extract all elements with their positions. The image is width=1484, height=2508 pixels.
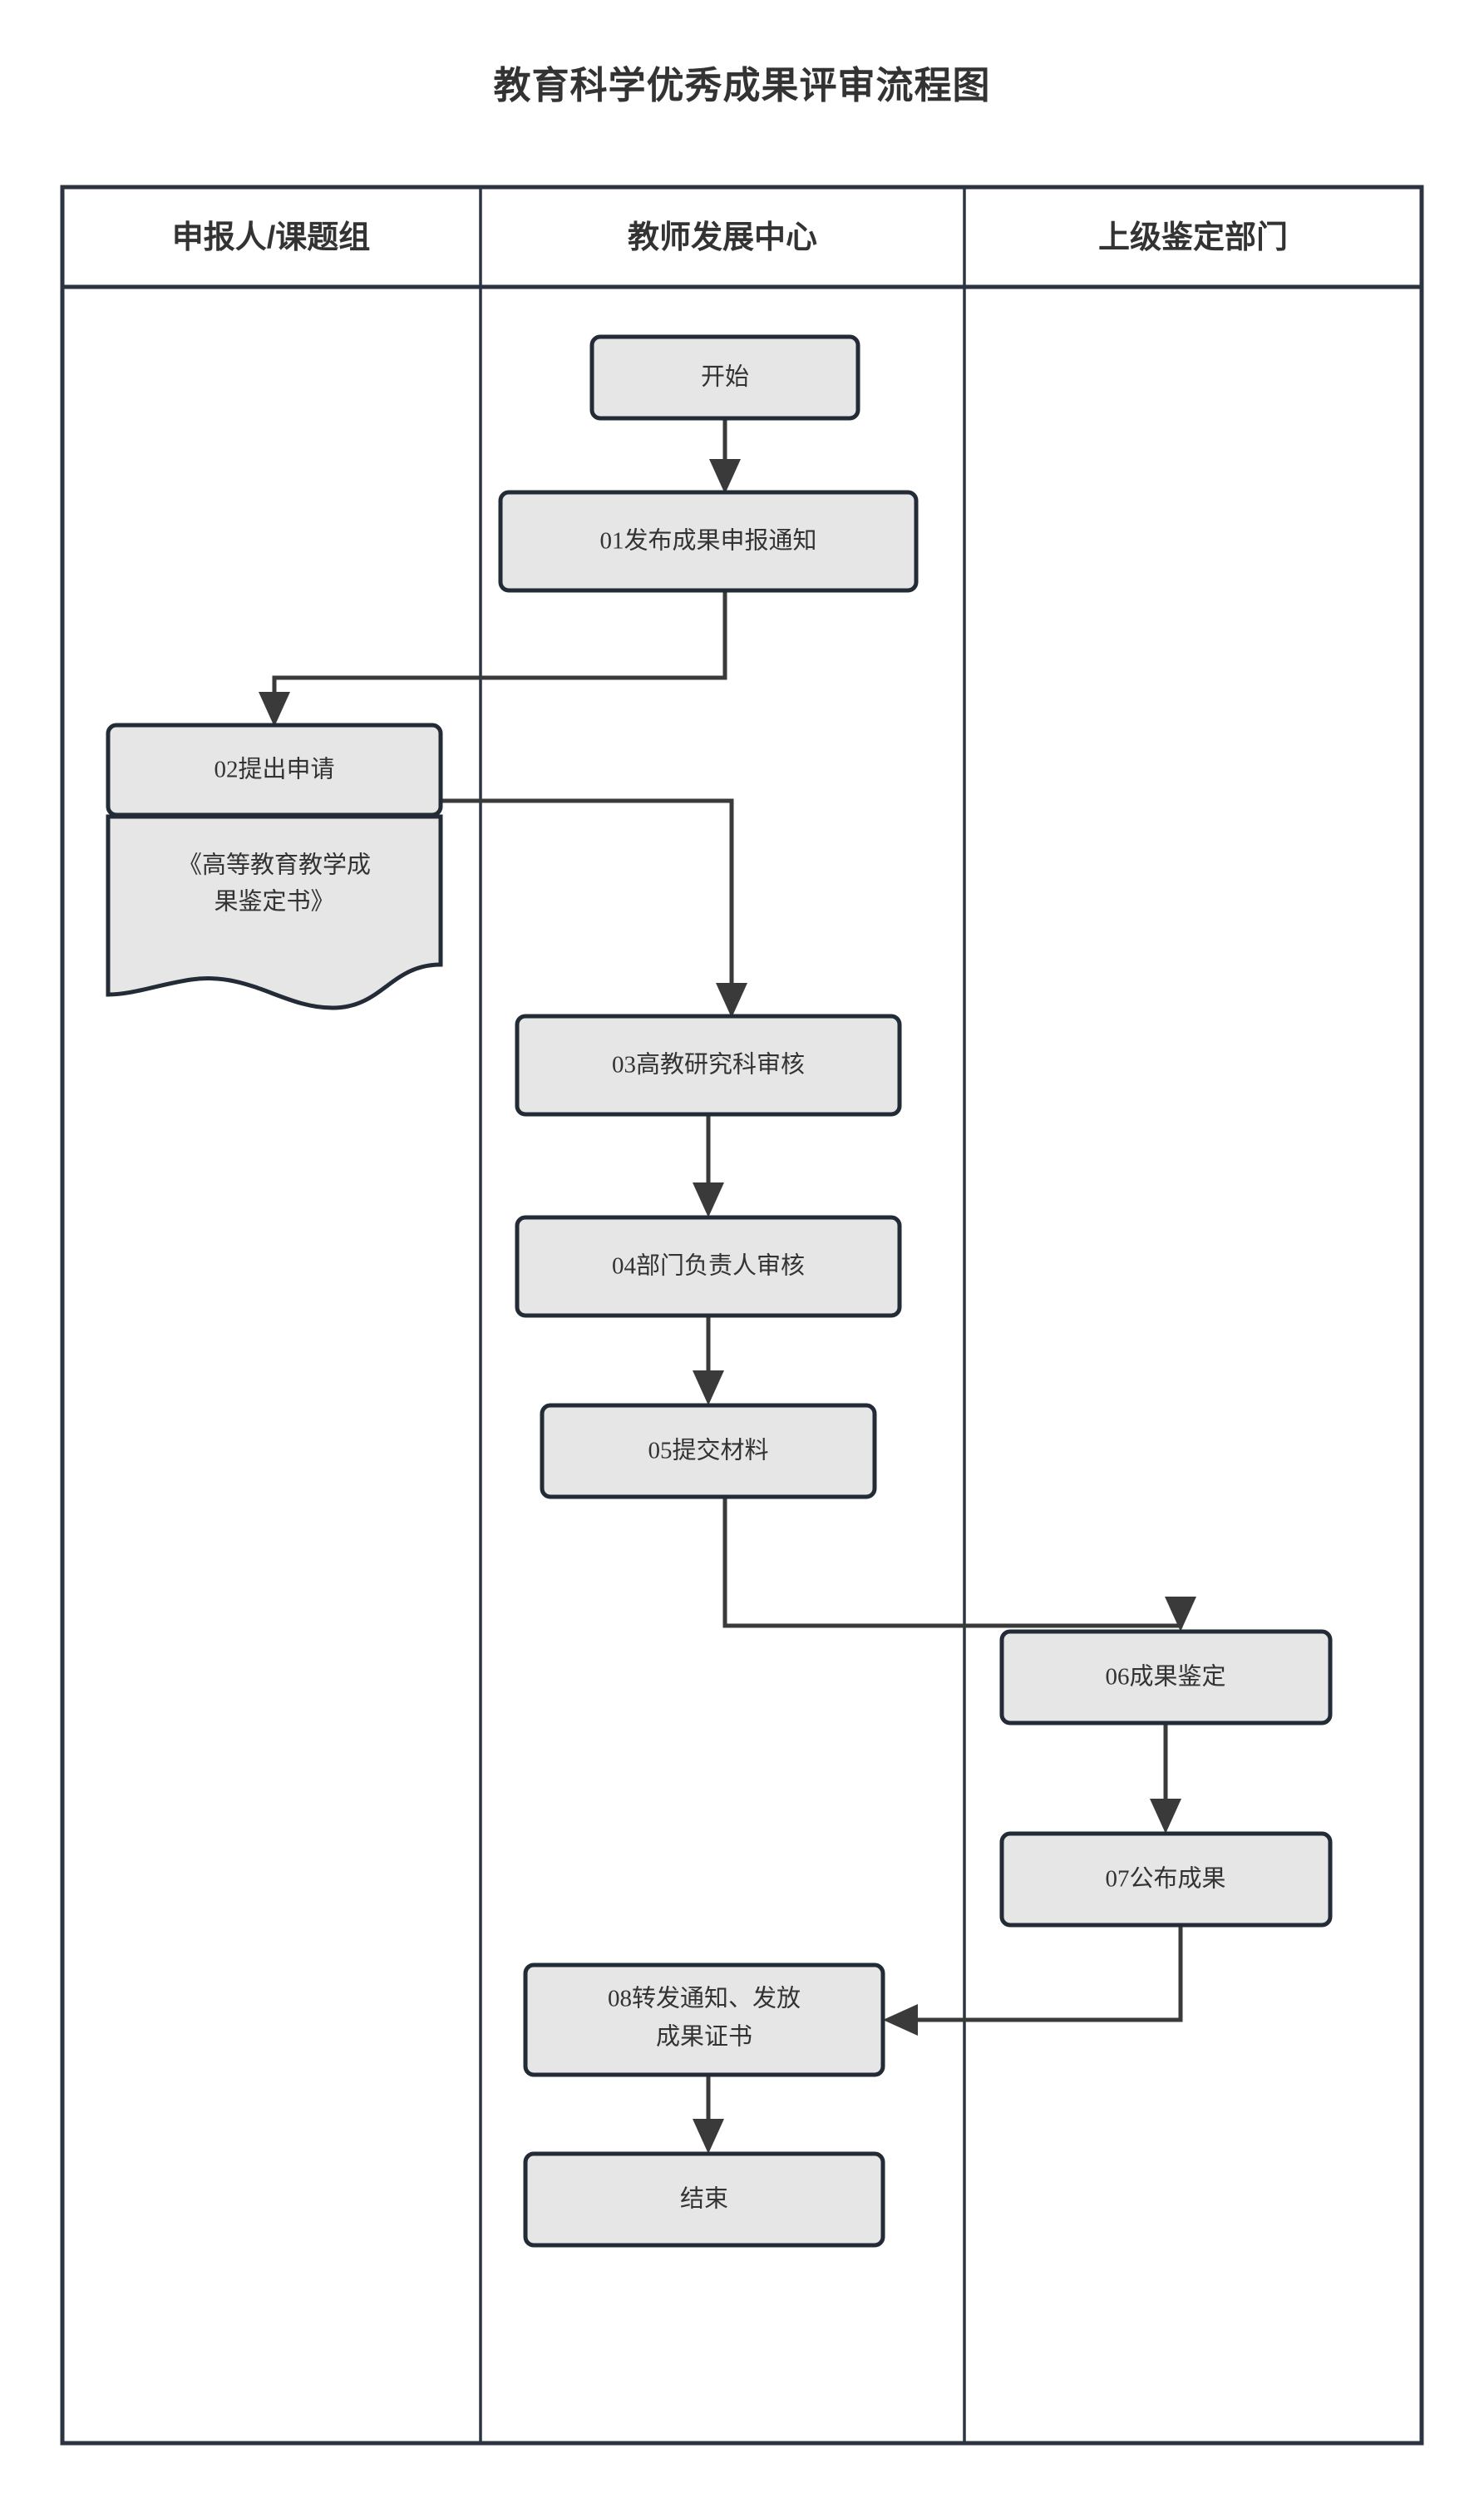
node-doc-label-line1: 《高等教育教学成 <box>178 852 371 879</box>
edge-start-to-01 <box>709 418 741 494</box>
node-05-shape[interactable] <box>540 1403 877 1499</box>
node-end-shape[interactable] <box>523 2151 885 2248</box>
lane-header-superior: 上级鉴定部门 <box>1098 220 1288 255</box>
page-title: 教育科学优秀成果评审流程图 <box>493 64 991 106</box>
node-01-label: 01发布成果申报通知 <box>599 527 816 555</box>
frame-outer-border <box>60 185 1424 2446</box>
node-08-forward-notice-issue-certificate[interactable]: 08转发通知、发放 成果证书 <box>523 1962 885 2077</box>
edge-02-to-03 <box>441 798 747 1018</box>
node-03-research-dept-review[interactable]: 03高教研究科审核 <box>515 1014 902 1117</box>
flow-nodes: 开始 01发布成果申报通知 02提出申请 《高等教育教学成 果鉴定书》 <box>106 334 1333 2248</box>
node-04-dept-head-review[interactable]: 04部门负责人审核 <box>515 1215 902 1318</box>
edge-07-to-08 <box>883 1925 1183 2036</box>
swimlane-frame <box>60 185 1424 2446</box>
node-07-shape[interactable] <box>999 1831 1333 1928</box>
node-02-label: 02提出申请 <box>214 756 334 783</box>
node-doc-label-line2: 果鉴定书》 <box>214 888 334 916</box>
node-01-publish-notice[interactable]: 01发布成果申报通知 <box>498 490 919 593</box>
node-02-submit-application[interactable]: 02提出申请 <box>106 723 443 817</box>
node-01-shape[interactable] <box>498 490 919 593</box>
node-start-label: 开始 <box>701 363 749 391</box>
edge-03-to-04 <box>693 1114 724 1217</box>
flow-edges <box>259 418 1196 2154</box>
node-05-submit-materials[interactable]: 05提交材料 <box>540 1403 877 1499</box>
node-06-result-appraisal[interactable]: 06成果鉴定 <box>999 1629 1333 1725</box>
node-start[interactable]: 开始 <box>589 334 860 421</box>
node-doc-shape[interactable] <box>106 814 443 1010</box>
node-03-shape[interactable] <box>515 1014 902 1117</box>
edge-05-to-06 <box>722 1497 1196 1632</box>
node-06-label: 06成果鉴定 <box>1105 1663 1225 1691</box>
edge-01-to-02 <box>259 590 727 727</box>
node-03-label: 03高教研究科审核 <box>612 1051 805 1079</box>
node-08-shape[interactable] <box>523 1962 885 2077</box>
edge-06-to-07 <box>1150 1723 1181 1834</box>
edge-08-to-end <box>693 2075 724 2154</box>
node-04-shape[interactable] <box>515 1215 902 1318</box>
lane-headers: 申报人/课题组 教师发展中心 上级鉴定部门 <box>172 220 1288 255</box>
node-doc-appraisal-certificate[interactable]: 《高等教育教学成 果鉴定书》 <box>106 814 443 1010</box>
node-end[interactable]: 结束 <box>523 2151 885 2248</box>
node-start-shape[interactable] <box>589 334 860 421</box>
node-08-label-line1: 08转发通知、发放 <box>608 1985 801 2012</box>
node-05-label: 05提交材料 <box>648 1437 768 1464</box>
node-07-announce-results[interactable]: 07公布成果 <box>999 1831 1333 1928</box>
node-06-shape[interactable] <box>999 1629 1333 1725</box>
lane-header-applicant: 申报人/课题组 <box>172 220 371 255</box>
node-end-label: 结束 <box>680 2185 728 2213</box>
node-08-label-line2: 成果证书 <box>656 2023 752 2051</box>
node-07-label: 07公布成果 <box>1105 1865 1225 1893</box>
node-04-label: 04部门负责人审核 <box>612 1252 805 1280</box>
edge-04-to-05 <box>693 1316 724 1405</box>
lane-header-center: 教师发展中心 <box>628 220 817 255</box>
